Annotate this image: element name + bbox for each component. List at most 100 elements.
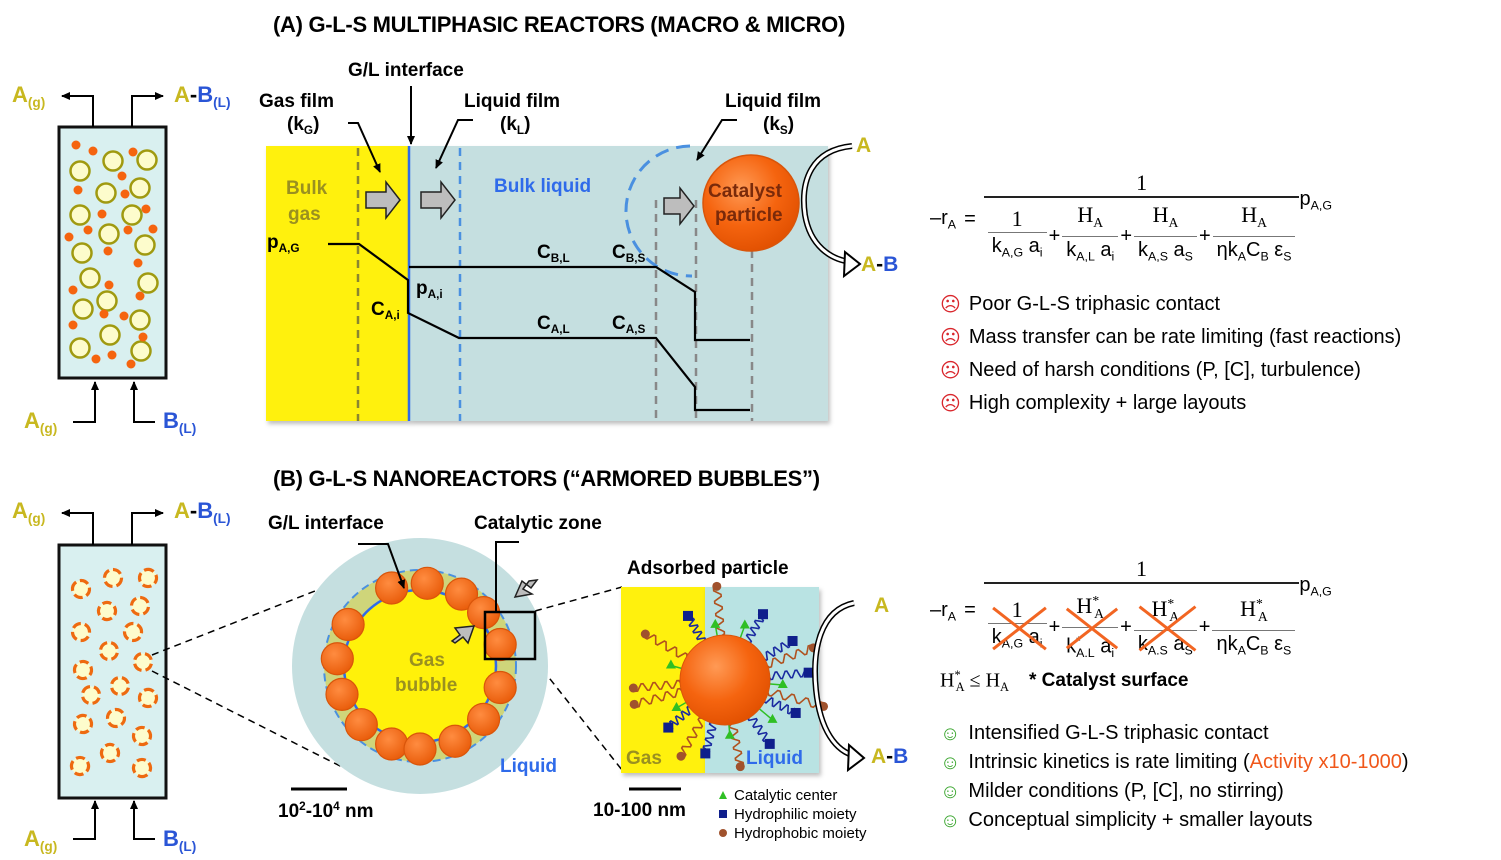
scale-label-bubble: 102-104 nm [278, 800, 374, 823]
adsorbed-nanoparticle-bead [466, 702, 501, 736]
catalytic-center [710, 618, 721, 628]
happy-face-icon: ☺ [940, 780, 961, 803]
catalytic-center [777, 679, 788, 689]
gas-film-coefficient: (kG) [287, 114, 320, 138]
drawback-item: ☹Need of harsh conditions (P, [C], turbu… [940, 359, 1361, 382]
adsorbed-particle-title: Adsorbed particle [627, 558, 789, 579]
adsorbed-nanoparticle-bead [483, 670, 517, 705]
catalyst-particle-dot [71, 140, 81, 150]
hydrophobic-head [676, 751, 686, 761]
armored-bubble-core [72, 623, 90, 641]
hydrophobic-head [735, 762, 745, 772]
bulk-liquid-label: Bulk liquid [494, 176, 592, 197]
hydrophobic-chain [728, 722, 745, 768]
film-theory-diagram [266, 86, 862, 421]
gas-bubble [95, 182, 117, 204]
gas-bubble [121, 204, 143, 226]
outlet-gas-arrow [61, 92, 94, 127]
gas-bubble [71, 242, 93, 264]
reactor-b [57, 509, 168, 840]
inlet-liquid-label: B(L) [163, 408, 197, 436]
catalytic-zone-label: Catalytic zone [474, 513, 602, 534]
inlet-gas-arrow-b [73, 800, 99, 840]
adsorbed-nanoparticle-bead [375, 571, 409, 605]
zoom-arrow-inner [450, 625, 476, 645]
legend-item-hydrophobic: Hydrophobic moiety [718, 824, 867, 842]
product-ab-label-b: A-B [871, 745, 909, 768]
outlet-product-label-b: A-B(L) [174, 498, 231, 526]
catalytic-center [767, 713, 778, 723]
armored-bubble-shell [105, 707, 127, 729]
reactor-a-bubbles-and-particles [64, 140, 159, 369]
catalytic-center [671, 702, 682, 711]
catalyst-label-1: Catalyst [708, 181, 782, 202]
hydrophobic-chain [632, 679, 682, 693]
gas-bubble [79, 267, 101, 289]
hydrophilic-chain [745, 612, 765, 644]
catalyst-particle-dot [138, 332, 148, 342]
gas-bubble [99, 324, 121, 346]
armored-bubble-core [71, 757, 89, 775]
reaction-arrow-b-outline [812, 600, 857, 759]
catalyst-particle-dot [99, 309, 109, 319]
solid-film-label: Liquid film [725, 91, 822, 112]
armored-bubble-core [104, 569, 122, 587]
hydrophilic-head [764, 738, 775, 749]
catalyst-particle-dot [64, 232, 74, 242]
armored-bubble-core [101, 744, 119, 762]
catalyst-particle-dot [123, 225, 133, 235]
armored-bubble-core [124, 623, 142, 641]
plus-sign: + [1048, 615, 1061, 638]
hydrophilic-head [663, 722, 674, 733]
gas-bubble [96, 290, 118, 312]
liquid-film-pointer [435, 119, 473, 169]
gl-interface-label: G/L interface [348, 60, 464, 81]
advantage-item: ☺Milder conditions (P, [C], no stirring) [940, 780, 1284, 803]
gas-bubble [69, 160, 91, 182]
inlet-liquid-arrow [130, 381, 155, 423]
outlet-gas-label: A(g) [12, 82, 46, 110]
outlet-gas-label-b: A(g) [12, 498, 46, 526]
sad-face-icon: ☹ [940, 326, 961, 349]
plus-sign: + [1048, 224, 1061, 247]
catalyst-particle-dot [73, 185, 83, 195]
drawback-item: ☹High complexity + large layouts [940, 392, 1247, 415]
outlet-product-arrow-b [131, 509, 164, 545]
scale-label-particle: 10-100 nm [593, 800, 686, 821]
advantage-item: ☺Intensified G-L-S triphasic contact [940, 722, 1269, 745]
activity-highlight: Activity x10-1000 [1249, 751, 1402, 773]
advantage-item: ☺Intrinsic kinetics is rate limiting (Ac… [940, 751, 1409, 774]
solid-film-coefficient: (kS) [763, 114, 795, 138]
catalyst-particle-dot [83, 225, 93, 235]
flux-arrow-liquid [420, 179, 456, 221]
armored-bubble-shell [132, 651, 154, 673]
adsorbed-nanoparticle-bead [410, 566, 444, 600]
gas-bubble [130, 340, 152, 362]
armored-bubble-shell [98, 640, 120, 662]
gas-bubble [72, 298, 94, 320]
armored-bubble-shell [129, 595, 151, 617]
hydrophobic-chain [633, 687, 684, 708]
sad-face-icon: ☹ [940, 359, 961, 382]
catalyst-label-2: particle [715, 205, 783, 226]
c-ai-label: CA,i [371, 299, 400, 323]
flux-arrow-solid [663, 185, 695, 227]
armored-bubble-core [139, 569, 157, 587]
adsorbed-nanoparticle-bead [331, 607, 365, 642]
hydrophilic-chain [768, 668, 810, 681]
concentration-profile-a [328, 242, 750, 412]
gas-film-pointer [348, 122, 381, 173]
armored-bubble-shell [69, 755, 91, 777]
armored-bubble-shell [131, 757, 153, 779]
catalyst-particle-dot [126, 359, 136, 369]
inlet-gas-label: A(g) [24, 408, 58, 436]
bulk-gas-label-1: Bulk [286, 178, 328, 199]
hydrophobic-head [640, 629, 650, 639]
catalyst-surface-label: * Catalyst surface [1028, 670, 1189, 692]
